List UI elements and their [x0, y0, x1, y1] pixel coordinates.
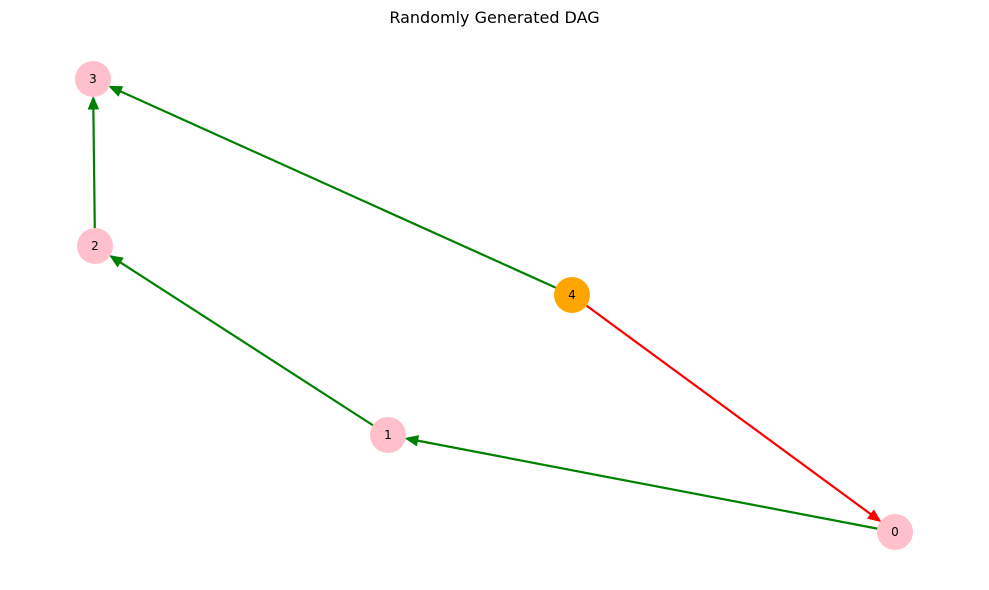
node-circle — [77, 228, 113, 264]
edge-arrowhead — [87, 95, 100, 110]
nodes-layer: 0 1 2 3 4 — [75, 61, 913, 550]
edge-line — [117, 260, 374, 427]
edge-arrowhead — [109, 255, 124, 268]
node-circle — [554, 277, 590, 313]
edges-layer — [87, 85, 882, 530]
edge-line — [92, 106, 96, 229]
node-label: 1 — [384, 428, 392, 442]
edge-line — [415, 439, 878, 530]
edge-arrowhead — [108, 85, 124, 97]
node-circle — [370, 417, 406, 453]
edge-line — [585, 304, 874, 517]
edge-line — [118, 89, 557, 289]
node-label: 4 — [568, 288, 576, 302]
edge-4-to-3 — [108, 85, 557, 289]
edge-arrowhead — [404, 435, 420, 447]
edge-4-to-0 — [585, 304, 882, 523]
node-2: 2 — [77, 228, 113, 264]
node-circle — [877, 514, 913, 550]
edge-1-to-2 — [109, 255, 374, 427]
node-label: 3 — [89, 72, 97, 86]
node-0: 0 — [877, 514, 913, 550]
node-circle — [75, 61, 111, 97]
node-1: 1 — [370, 417, 406, 453]
edge-2-to-3 — [87, 95, 100, 229]
diagram-title: Randomly Generated DAG — [389, 8, 600, 27]
node-4: 4 — [554, 277, 590, 313]
node-label: 0 — [891, 525, 899, 539]
edge-arrowhead — [867, 509, 882, 523]
node-3: 3 — [75, 61, 111, 97]
node-label: 2 — [91, 239, 99, 253]
edge-0-to-1 — [404, 435, 878, 530]
